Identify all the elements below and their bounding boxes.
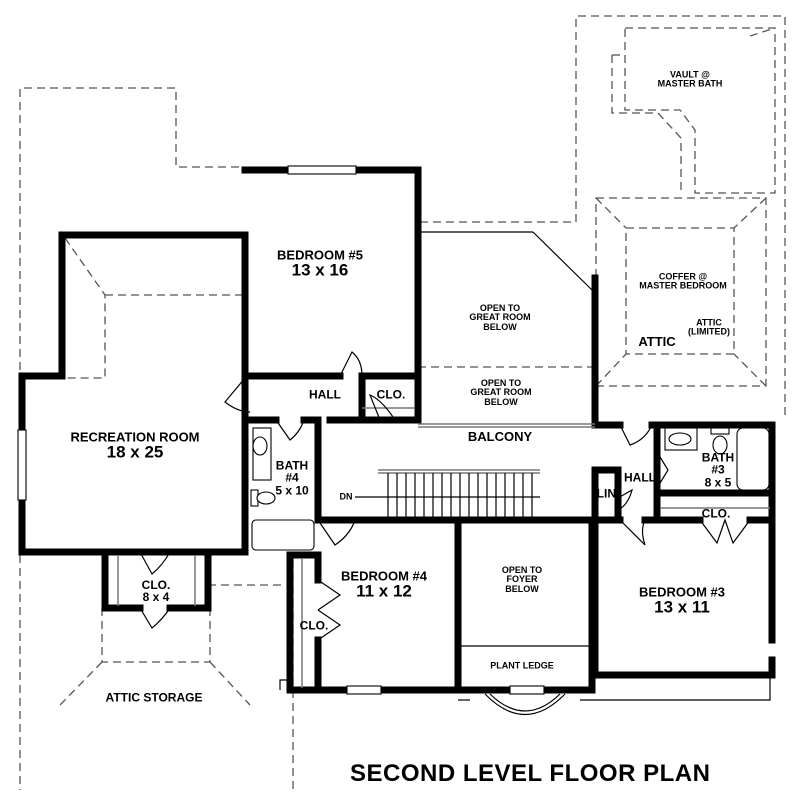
label-attic: ATTIC bbox=[638, 334, 676, 350]
room-label-bedroom-4: BEDROOM #4 11 x 12 bbox=[341, 556, 427, 615]
room-label-closet-8x4: CLO. 8 x 4 bbox=[142, 566, 171, 616]
room-name: BEDROOM #4 bbox=[341, 568, 427, 584]
label-plant-ledge: PLANT LEDGE bbox=[490, 660, 554, 671]
room-dimensions: 13 x 11 bbox=[654, 597, 710, 617]
room-label-bath-3: BATH #3 8 x 5 bbox=[702, 439, 734, 502]
label-closet-bed3: CLO. bbox=[701, 506, 731, 521]
label-closet-upper: CLO. bbox=[376, 387, 406, 402]
plan-title: SECOND LEVEL FLOOR PLAN bbox=[350, 760, 711, 787]
room-name: BATH #3 bbox=[701, 450, 735, 477]
label-attic-limited: ATTIC (LIMITED) bbox=[688, 317, 730, 337]
label-open-great-room-1: OPEN TO GREAT ROOM BELOW bbox=[469, 302, 531, 332]
label-hall-upper: HALL bbox=[309, 387, 341, 402]
room-dimensions: 8 x 4 bbox=[142, 590, 170, 604]
room-name: BEDROOM #5 bbox=[277, 247, 363, 263]
room-name: RECREATION ROOM bbox=[70, 429, 200, 445]
label-open-foyer: OPEN TO FOYER BELOW bbox=[501, 564, 543, 594]
room-label-bedroom-3: BEDROOM #3 13 x 11 bbox=[639, 572, 725, 631]
room-name: CLO. bbox=[141, 577, 171, 592]
label-linen: LIN. bbox=[596, 486, 620, 501]
label-attic-storage: ATTIC STORAGE bbox=[105, 690, 203, 705]
room-dimensions: 5 x 10 bbox=[275, 483, 309, 498]
room-dimensions: 13 x 16 bbox=[291, 260, 349, 280]
room-label-recreation-room: RECREATION ROOM 18 x 25 bbox=[70, 417, 199, 476]
room-label-bedroom-5: BEDROOM #5 13 x 16 bbox=[277, 235, 363, 294]
roof-outline bbox=[19, 15, 786, 790]
label-coffer-master-bedroom: COFFER @ MASTER BEDROOM bbox=[639, 271, 727, 291]
label-closet-bed4: CLO. bbox=[299, 618, 329, 633]
room-dimensions: 11 x 12 bbox=[356, 581, 412, 601]
room-name: BEDROOM #3 bbox=[639, 584, 725, 600]
label-open-great-room-2: OPEN TO GREAT ROOM BELOW bbox=[470, 377, 532, 407]
label-hall-right: HALL bbox=[624, 470, 656, 485]
label-vault-master-bath: VAULT @ MASTER BATH bbox=[657, 69, 723, 89]
label-balcony: BALCONY bbox=[467, 429, 533, 445]
stair-treads bbox=[387, 473, 533, 517]
room-name: BATH #4 bbox=[275, 458, 309, 485]
details bbox=[17, 165, 771, 715]
room-dimensions: 18 x 25 bbox=[106, 442, 164, 462]
room-label-bath-4: BATH #4 5 x 10 bbox=[275, 447, 308, 510]
room-dimensions: 8 x 5 bbox=[704, 475, 732, 490]
label-stair-down: DN bbox=[339, 491, 353, 502]
